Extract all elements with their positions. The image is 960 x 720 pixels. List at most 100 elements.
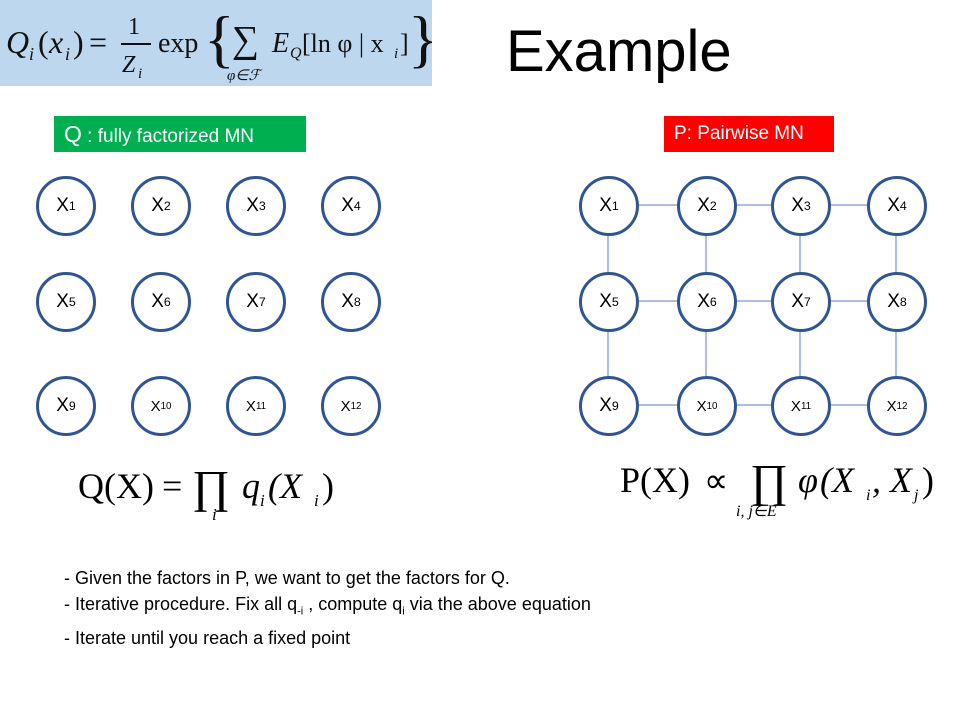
node-label: X (151, 291, 164, 312)
node-subscript: 5 (611, 295, 619, 309)
node-subscript: 9 (611, 399, 619, 413)
node-label: X (599, 291, 612, 312)
node-subscript: 8 (353, 295, 361, 309)
bullet-2-a: - Iterative procedure. Fix all q (64, 594, 298, 614)
formula-brace-open: { (204, 3, 235, 74)
formula-sum-limit: φ∈ℱ (227, 68, 263, 84)
formula-expect: E (271, 28, 289, 59)
formula-x-sub: i (65, 44, 70, 64)
node-subscript: 8 (899, 295, 907, 309)
mean-field-update-formula: Q i ( x i ) = 1 Z i exp { ∑ φ∈ℱ E Q [ln … (0, 0, 432, 86)
node-label: X (340, 397, 351, 415)
formula-exp: exp (158, 28, 198, 59)
node-label: X (887, 291, 900, 312)
node-label: X (696, 397, 707, 415)
slide-title: Example (506, 19, 732, 84)
node-subscript: 4 (899, 199, 907, 213)
q-eq-prod: ∏ (192, 461, 230, 512)
node-label: X (791, 291, 804, 312)
node-label: X (341, 195, 354, 216)
q-eq-prod-index: i (212, 505, 217, 524)
p-eq-arg-open: (X (820, 460, 856, 500)
formula-q: Q (6, 24, 29, 60)
node-label: X (151, 195, 164, 216)
node-label: X (697, 195, 710, 216)
q-tag-text: : fully factorized MN (81, 126, 254, 147)
node-label: X (56, 291, 69, 312)
formula-x: x (48, 24, 63, 60)
p-eq-lhs: P(X) (620, 460, 690, 500)
q-eq-lhs: Q(X) (78, 466, 154, 506)
node-subscript: 7 (258, 295, 266, 309)
node-subscript: 3 (803, 199, 811, 213)
formula-expect-close: ] (400, 29, 409, 58)
node-subscript: 12 (896, 400, 908, 412)
node-label: X (341, 291, 354, 312)
node-subscript: 3 (258, 199, 266, 213)
bullet-2-c: via the above equation (404, 594, 591, 614)
formula-expect-body-sub: i (394, 46, 398, 62)
formula-denominator-sub: i (138, 66, 142, 82)
node-label: X (886, 397, 897, 415)
node-label: X (150, 397, 161, 415)
node-label: X (887, 195, 900, 216)
node-label: X (790, 397, 801, 415)
bullet-2-b: , compute q (303, 594, 403, 614)
bullet-2-sub2: i (402, 605, 405, 618)
node-subscript: 11 (255, 400, 267, 412)
formula-equals: = (89, 24, 107, 60)
node-label: X (599, 395, 612, 416)
p-eq-prod-index: i, j∈E (736, 503, 777, 520)
bullet-1: - Given the factors in P, we want to get… (64, 568, 510, 588)
node-subscript: 10 (706, 400, 718, 412)
q-eq-arg: (X (268, 466, 304, 506)
node-subscript: 6 (709, 295, 717, 309)
q-factorization-equation: Q(X) = ∏ i q i (X i ) (78, 461, 334, 524)
node-subscript: 4 (353, 199, 361, 213)
p-eq-prop: ∝ (704, 463, 728, 500)
formula-sum: ∑ (232, 19, 259, 61)
q-tag-prefix: Q (64, 121, 82, 147)
node-subscript: 5 (68, 295, 76, 309)
formula-numerator: 1 (128, 14, 140, 40)
formula-paren-close: ) (73, 24, 84, 60)
node-label: X (599, 195, 612, 216)
p-eq-arg-sub1: i (866, 487, 870, 504)
bullet-3: - Iterate until you reach a fixed point (64, 627, 351, 648)
node-label: X (56, 195, 69, 216)
p-eq-arg-sub2: j (912, 487, 919, 504)
p-eq-comma: , X (872, 460, 914, 500)
node-subscript: 6 (163, 295, 171, 309)
bullet-2-sub1: -i (297, 605, 304, 618)
q-eq-factor: q (242, 466, 260, 506)
formula-expect-sub: Q (290, 45, 302, 62)
node-subscript: 7 (803, 295, 811, 309)
formula-brace-close: } (408, 3, 432, 74)
p-pairwise-equation: P(X) ∝ ∏ i, j∈E φ (X i , X j ) (620, 455, 934, 520)
node-subscript: 10 (160, 400, 172, 412)
p-model-tag: P: Pairwise MN (664, 116, 834, 152)
q-eq-arg-sub: i (314, 491, 319, 510)
q-eq-equals: = (162, 466, 182, 506)
node-label: X (697, 291, 710, 312)
node-subscript: 1 (611, 199, 619, 213)
